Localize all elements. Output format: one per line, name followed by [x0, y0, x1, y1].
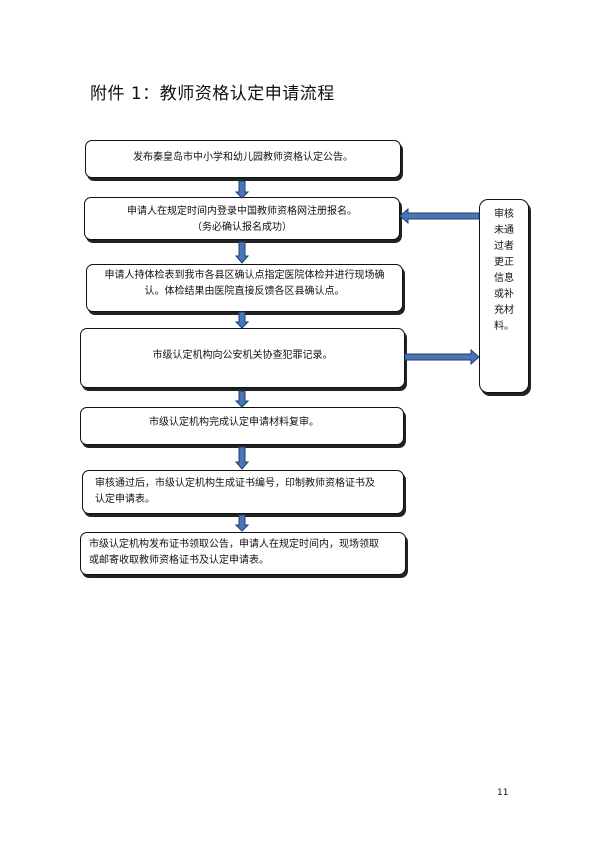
- step-box-4: 市级认定机构向公安机关协查犯罪记录。: [80, 328, 405, 388]
- step-3-line-2: 认。体检结果由医院直接反馈各区县确认点。: [144, 286, 345, 297]
- page-number: 11: [497, 788, 509, 798]
- side-note-line-3: 过者: [494, 241, 514, 252]
- step-7-line-2: 或邮寄收取教师资格证书及认定申请表。: [89, 555, 269, 566]
- step-3-line-1: 申请人持体检表到我市各县区确认点指定医院体检并进行现场确: [104, 270, 385, 281]
- side-note-line-7: 充材: [494, 305, 514, 316]
- side-note-line-2: 未通: [494, 225, 514, 236]
- step-2-line-1: 申请人在规定时间内登录中国教师资格网注册报名。: [127, 206, 357, 217]
- step-6-line-2: 认定申请表。: [95, 494, 155, 505]
- right-arrow-to-side-note: [404, 348, 480, 366]
- side-note-box: 审核 未通 过者 更正 信息 或补 充材 料。: [479, 199, 529, 393]
- down-arrow-4: [234, 390, 250, 408]
- side-note-line-1: 审核: [494, 209, 514, 220]
- step-1-line-1: 发布秦皇岛市中小学和幼儿园教师资格认定公告。: [133, 152, 353, 163]
- side-note-line-5: 信息: [494, 273, 514, 284]
- side-note-line-8: 料。: [494, 321, 514, 332]
- step-7-line-1: 市级认定机构发布证书领取公告，申请人在规定时间内，现场领取: [89, 539, 379, 550]
- step-5-line-1: 市级认定机构完成认定申请材料复审。: [149, 417, 319, 428]
- left-arrow-to-step-2: [399, 207, 480, 225]
- step-box-2: 申请人在规定时间内登录中国教师资格网注册报名。 （务必确认报名成功）: [84, 197, 400, 240]
- step-box-7: 市级认定机构发布证书领取公告，申请人在规定时间内，现场领取 或邮寄收取教师资格证…: [80, 532, 406, 575]
- step-2-line-2: （务必确认报名成功）: [192, 222, 292, 233]
- side-note-line-4: 更正: [494, 257, 514, 268]
- down-arrow-1: [234, 180, 250, 199]
- step-box-3: 申请人持体检表到我市各县区确认点指定医院体检并进行现场确 认。体检结果由医院直接…: [86, 264, 403, 312]
- page-title: 附件 1：教师资格认定申请流程: [90, 84, 335, 104]
- down-arrow-3: [234, 311, 250, 329]
- step-6-line-1: 审核通过后，市级认定机构生成证书编号，印制教师资格证书及: [95, 478, 375, 489]
- step-box-1: 发布秦皇岛市中小学和幼儿园教师资格认定公告。: [85, 140, 401, 178]
- down-arrow-5: [234, 446, 250, 470]
- step-4-line-1: 市级认定机构向公安机关协查犯罪记录。: [152, 350, 333, 361]
- side-note-line-6: 或补: [494, 289, 514, 300]
- step-box-5: 市级认定机构完成认定申请材料复审。: [80, 407, 404, 445]
- down-arrow-2: [234, 241, 250, 264]
- step-box-6: 审核通过后，市级认定机构生成证书编号，印制教师资格证书及 认定申请表。: [82, 470, 404, 514]
- down-arrow-6: [234, 514, 250, 532]
